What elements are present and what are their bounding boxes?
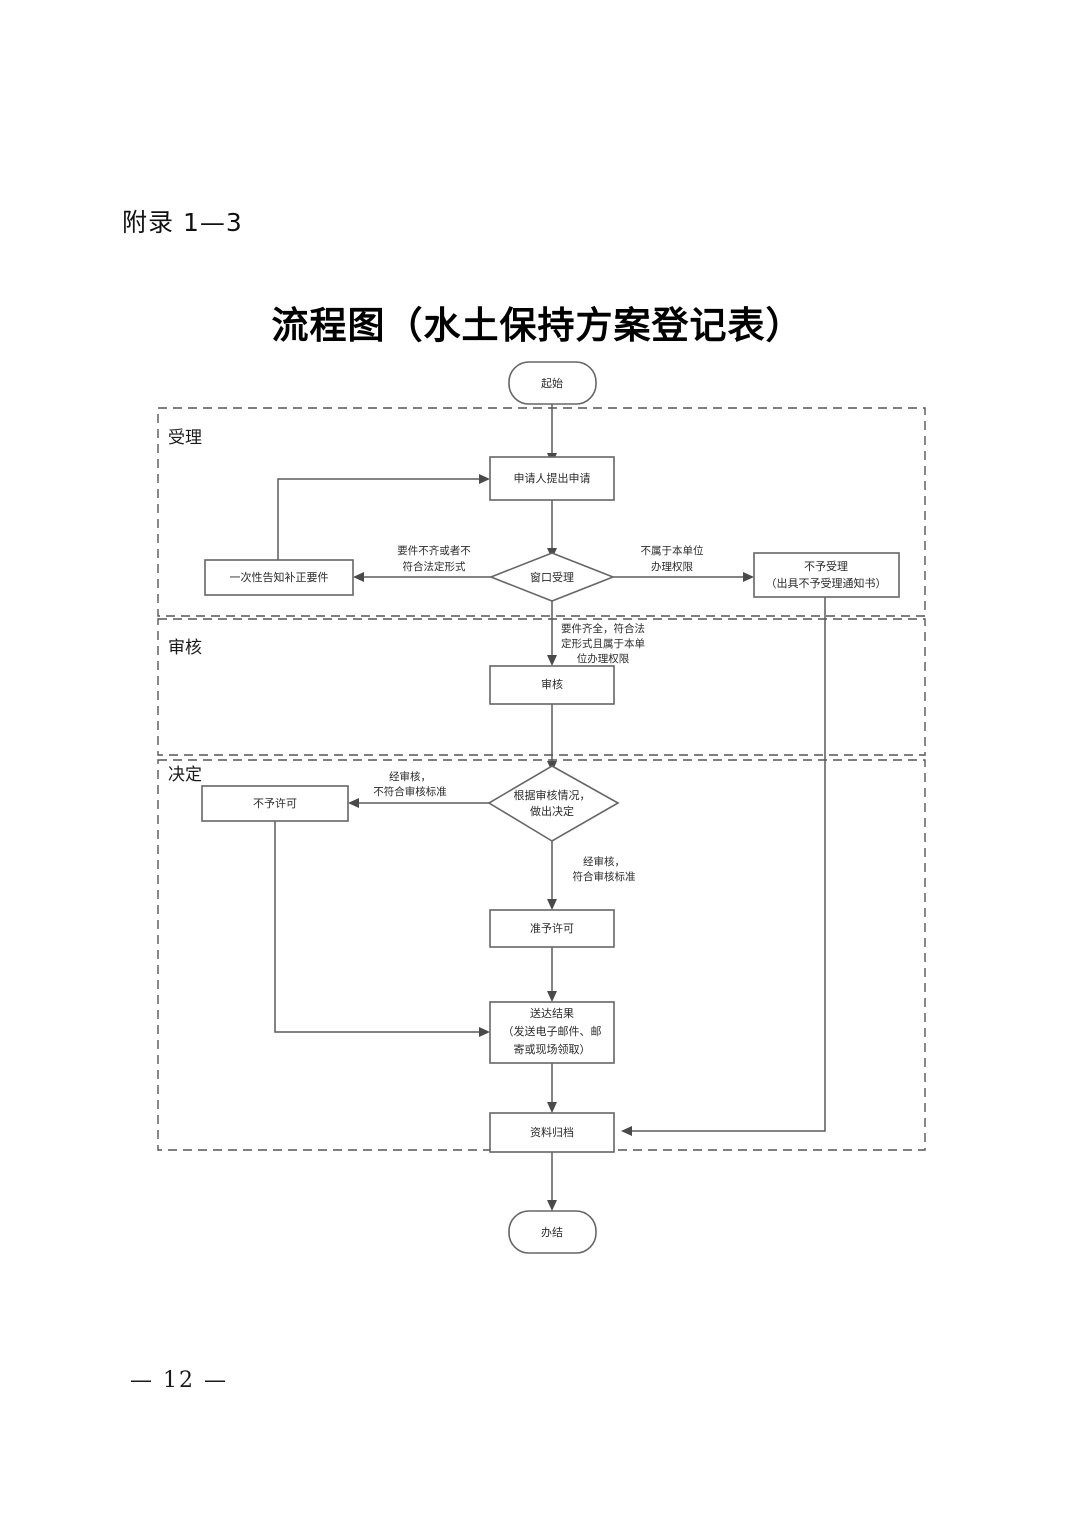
node-decide-label-line1: 根据审核情况， xyxy=(514,788,591,802)
node-decide[interactable]: 根据审核情况， 做出决定 xyxy=(487,765,620,842)
node-not-accepted[interactable]: 不予受理 （出具不予受理通知书） xyxy=(753,552,900,598)
connector-window-to-review xyxy=(547,601,557,666)
swimlane-accept: 受理 xyxy=(157,407,926,617)
node-deny-permit-label: 不予许可 xyxy=(253,797,297,810)
edge-label-meet-standard-line1: 经审核， xyxy=(583,855,625,868)
node-deliver-label-line3: 寄或现场领取） xyxy=(514,1042,591,1056)
connector-window-to-notaccepted xyxy=(613,572,754,582)
node-notify-correct[interactable]: 一次性告知补正要件 xyxy=(204,559,354,596)
node-not-accepted-label-line2: （出具不予受理通知书） xyxy=(766,576,887,590)
edge-label-complete: 要件齐全，符合法 定形式且属于本单 位办理权限 xyxy=(561,622,645,665)
node-grant-permit-shape[interactable] xyxy=(489,909,615,948)
page-number-footer: — 12 — xyxy=(130,1368,228,1393)
node-archive-shape[interactable] xyxy=(489,1112,615,1153)
connector-decide-to-deny xyxy=(348,798,489,808)
node-window-accept-shape[interactable] xyxy=(488,552,616,602)
node-end[interactable]: 办结 xyxy=(508,1210,597,1254)
node-review[interactable]: 审核 xyxy=(489,665,615,705)
edge-label-incomplete-line1: 要件不齐或者不 xyxy=(397,544,471,557)
node-start-label: 起始 xyxy=(541,376,563,390)
edge-label-complete-line3: 位办理权限 xyxy=(577,652,630,665)
node-decide-shape[interactable] xyxy=(487,765,620,842)
node-notify-correct-shape[interactable] xyxy=(204,559,354,596)
page-title: 流程图（水土保持方案登记表） xyxy=(271,303,804,347)
swimlane-decide-label: 决定 xyxy=(168,765,202,785)
connector-decide-to-grant xyxy=(547,841,557,910)
node-deny-permit-shape[interactable] xyxy=(201,785,349,822)
node-deny-permit[interactable]: 不予许可 xyxy=(201,785,349,822)
node-not-accepted-shape[interactable] xyxy=(753,552,900,598)
node-review-shape[interactable] xyxy=(489,665,615,705)
edge-label-fail-standard-line2: 不符合审核标准 xyxy=(373,785,447,798)
swimlane-decide: 决定 xyxy=(157,759,926,1151)
connector-grant-to-deliver xyxy=(547,946,557,1002)
connector-start-to-apply xyxy=(547,404,557,464)
node-deliver-label-line1: 送达结果 xyxy=(530,1006,574,1020)
edge-label-out-of-scope-line2: 办理权限 xyxy=(651,560,693,573)
connector-deliver-to-archive xyxy=(547,1062,557,1113)
node-grant-permit[interactable]: 准予许可 xyxy=(489,909,615,948)
connector-notaccepted-to-archive xyxy=(621,597,826,1136)
node-deliver-shape[interactable] xyxy=(489,1001,615,1064)
swimlane-review-border xyxy=(157,618,926,756)
node-decide-label-line2: 做出决定 xyxy=(530,804,574,818)
node-end-label: 办结 xyxy=(541,1226,563,1239)
appendix-label: 附录 1—3 xyxy=(122,208,243,237)
connector-review-to-decide xyxy=(547,703,557,772)
swimlane-review: 审核 xyxy=(157,618,926,756)
connector-apply-to-window xyxy=(547,500,557,559)
node-notify-correct-label: 一次性告知补正要件 xyxy=(230,570,329,584)
connector-deny-to-deliver xyxy=(274,820,490,1037)
node-grant-permit-label: 准予许可 xyxy=(530,922,574,935)
edge-label-incomplete: 要件不齐或者不 符合法定形式 xyxy=(397,544,471,573)
node-apply-label: 申请人提出申请 xyxy=(514,471,591,485)
edge-label-incomplete-line2: 符合法定形式 xyxy=(403,560,466,573)
swimlane-accept-label: 受理 xyxy=(168,428,202,448)
swimlane-review-label: 审核 xyxy=(168,638,202,658)
swimlane-accept-border xyxy=(157,407,926,617)
node-not-accepted-label-line1: 不予受理 xyxy=(804,560,848,573)
edge-label-out-of-scope-line1: 不属于本单位 xyxy=(641,544,704,557)
edge-label-meet-standard-line2: 符合审核标准 xyxy=(573,870,636,883)
node-end-shape[interactable] xyxy=(508,1210,597,1254)
node-apply-shape[interactable] xyxy=(489,456,615,501)
node-deliver-label-line2: （发送电子邮件、邮 xyxy=(503,1024,602,1038)
node-window-accept[interactable]: 窗口受理 xyxy=(488,552,616,602)
edge-label-complete-line2: 定形式且属于本单 xyxy=(561,637,645,650)
edge-label-out-of-scope: 不属于本单位 办理权限 xyxy=(641,544,704,573)
edge-label-fail-standard: 经审核， 不符合审核标准 xyxy=(373,770,447,798)
edge-label-fail-standard-line1: 经审核， xyxy=(389,770,431,783)
node-start[interactable]: 起始 xyxy=(508,361,597,405)
connector-window-to-notify xyxy=(353,572,491,582)
node-archive-label: 资料归档 xyxy=(530,1125,574,1139)
node-start-shape[interactable] xyxy=(508,361,597,405)
node-window-accept-label: 窗口受理 xyxy=(530,570,574,584)
node-deliver[interactable]: 送达结果 （发送电子邮件、邮 寄或现场领取） xyxy=(489,1001,615,1064)
node-review-label: 审核 xyxy=(541,677,563,691)
edge-label-complete-line1: 要件齐全，符合法 xyxy=(561,622,645,635)
connector-notify-to-apply xyxy=(277,474,490,560)
node-apply[interactable]: 申请人提出申请 xyxy=(489,456,615,501)
swimlane-decide-border xyxy=(157,759,926,1151)
edge-label-meet-standard: 经审核， 符合审核标准 xyxy=(573,855,636,883)
node-archive[interactable]: 资料归档 xyxy=(489,1112,615,1153)
connector-archive-to-end xyxy=(547,1152,557,1211)
